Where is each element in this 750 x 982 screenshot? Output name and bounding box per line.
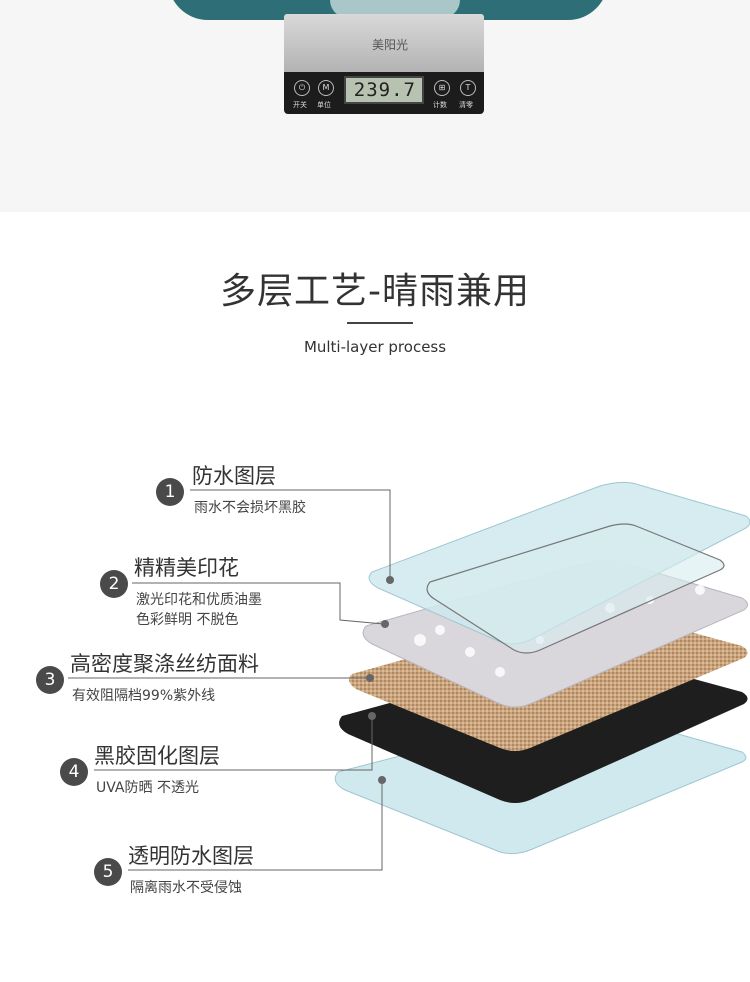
title-divider <box>347 322 413 324</box>
scale-brand: 美阳光 <box>372 38 409 52</box>
scale-power-label: 开关 <box>293 101 307 109</box>
tare-icon: T <box>460 80 476 96</box>
layer-3-title: 高密度聚涤丝纺面料 <box>70 652 259 676</box>
count-icon: ⊞ <box>434 80 450 96</box>
scale-display: 239.7 <box>344 76 424 104</box>
leader-dot-4 <box>368 712 376 720</box>
leader-line-5 <box>128 782 383 871</box>
scale-count-label: 计数 <box>433 101 447 109</box>
kitchen-scale: 美阳光 ⏻ M 开关 单位 239.7 ⊞ T 计数 清零 <box>284 14 484 114</box>
scale-plate <box>284 14 484 72</box>
section-subtitle: Multi-layer process <box>303 338 447 356</box>
leader-dot-1 <box>386 576 394 584</box>
layer-1-desc: 雨水不会损坏黑胶 <box>194 500 306 516</box>
layer-1-badge: 1 <box>156 478 184 506</box>
leader-dot-2 <box>381 620 389 628</box>
layer-5-desc: 隔离雨水不受侵蚀 <box>130 880 242 896</box>
power-icon: ⏻ <box>294 80 310 96</box>
layer-4-badge: 4 <box>60 758 88 786</box>
leader-line-2 <box>132 582 385 625</box>
layer-2-title: 精精美印花 <box>134 556 239 580</box>
scale-unit-label: 单位 <box>317 101 331 109</box>
layer-5-badge: 5 <box>94 858 122 886</box>
layer-2-desc-line-1: 激光印花和优质油墨 <box>136 592 262 608</box>
section-title: 多层工艺-晴雨兼用 <box>220 271 530 312</box>
layer-1-inner-frame <box>426 523 725 654</box>
layer-2-desc-line-2: 色彩鲜明 不脱色 <box>136 612 239 628</box>
leader-dot-3 <box>366 674 374 682</box>
layer-4-desc: UVA防晒 不透光 <box>96 780 199 796</box>
layer-3-badge: 3 <box>36 666 64 694</box>
layer-3-desc: 有效阻隔档99%紫外线 <box>72 688 216 704</box>
product-photo: 美阳光 ⏻ M 开关 单位 239.7 ⊞ T 计数 清零 <box>0 0 750 212</box>
layer-1-title: 防水图层 <box>192 464 276 488</box>
layer-5-title: 透明防水图层 <box>128 844 254 868</box>
leader-line-4 <box>94 718 373 771</box>
layer-2-badge: 2 <box>100 570 128 598</box>
leader-dot-5 <box>378 776 386 784</box>
unit-icon: M <box>318 80 334 96</box>
layer-4-title: 黑胶固化图层 <box>94 744 220 768</box>
scale-tare-label: 清零 <box>459 101 473 109</box>
umbrella-print <box>330 0 460 18</box>
leader-line-1 <box>190 489 391 578</box>
